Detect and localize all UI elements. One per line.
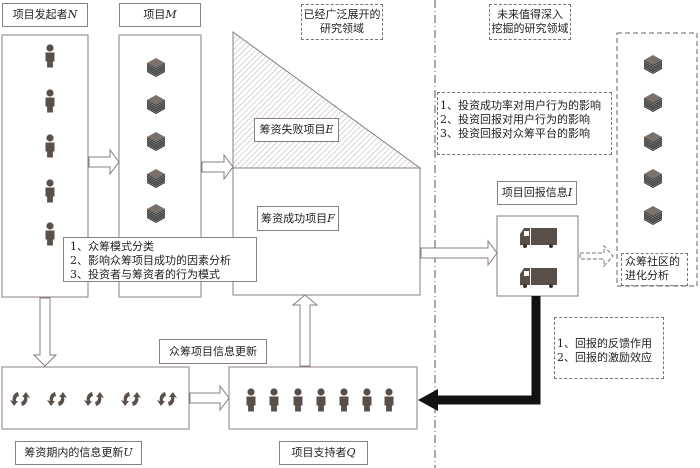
arrow-reward-to-community <box>579 244 614 268</box>
truck-icon <box>520 228 557 248</box>
stack-icon <box>643 168 663 189</box>
stack-icon <box>643 131 663 152</box>
future-region-label: 未来值得深入挖掘的研究领域 <box>489 4 571 40</box>
project-title: 项目M <box>119 3 201 27</box>
update-box <box>1 366 190 430</box>
stack-icon <box>643 205 663 226</box>
project-update-label: 众筹项目信息更新 <box>159 339 267 364</box>
community-box <box>616 32 698 287</box>
arrow-update-to-supporter <box>189 384 230 412</box>
feedback-arrow-line <box>434 296 541 405</box>
arrow-project-to-outcome <box>201 153 234 181</box>
stack-icon <box>643 54 663 75</box>
stack-icon <box>643 92 663 113</box>
initiator-title: 项目发起者N <box>2 3 88 27</box>
feedback-arrow-head <box>418 389 438 411</box>
success-projects-label: 筹资成功项目F <box>257 206 339 231</box>
update-period-title: 筹资期内的信息更新U <box>15 441 142 465</box>
truck-icon <box>520 268 557 288</box>
arrow-initiator-to-update <box>32 297 58 367</box>
failed-projects-triangle <box>232 31 422 169</box>
future-topics-list: 1、投资成功率对用户行为的影响 2、投资回报对用户行为的影响 3、投资回报对众筹… <box>437 92 612 155</box>
reward-topics-list: 1、回报的反馈作用 2、回报的激励效应 <box>554 317 664 379</box>
studied-region-label: 已经广泛展开的研究领域 <box>301 4 383 40</box>
reward-info-title: 项目回报信息I <box>497 181 577 205</box>
studied-topics-list: 1、众筹模式分类 2、影响众筹项目成功的因素分析 3、投资者与筹资者的行为模式 <box>63 237 257 282</box>
arrow-initiator-to-project <box>88 148 120 176</box>
community-evolution-label: 众筹社区的进化分析 <box>621 253 688 286</box>
supporters-title: 项目支持者Q <box>279 441 368 465</box>
failed-projects-label: 筹资失败项目E <box>254 118 339 142</box>
arrow-supporter-to-success <box>291 294 319 367</box>
arrow-success-to-reward <box>420 239 498 267</box>
success-projects-box <box>232 167 421 296</box>
